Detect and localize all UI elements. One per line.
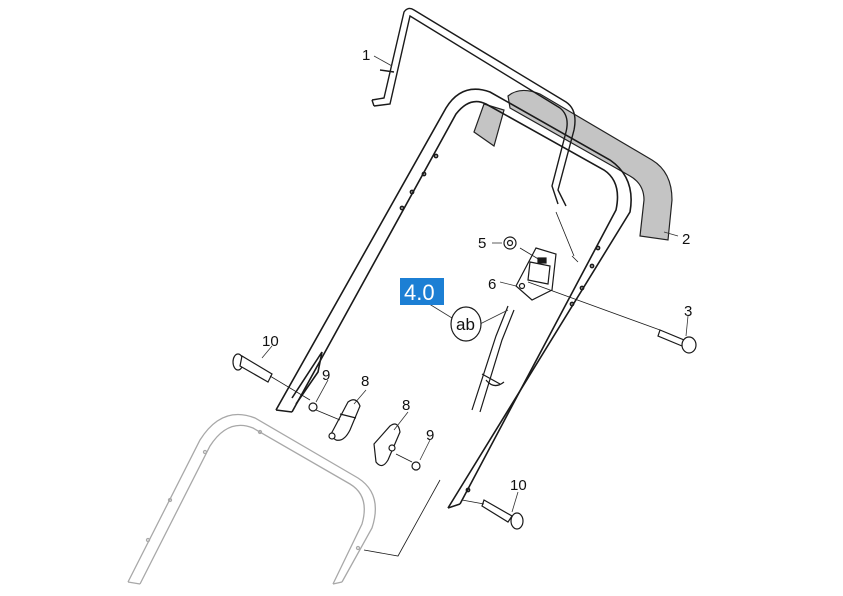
washer-left (308, 402, 318, 412)
handle-grip (473, 89, 673, 241)
lower-handle (127, 413, 376, 585)
callout-6: 6 (488, 276, 496, 293)
cable-tag-text: ab (456, 315, 475, 334)
knob-right (373, 423, 401, 467)
bolt-10-left (232, 353, 273, 383)
bolt-3 (657, 329, 697, 354)
callout-3: 3 (684, 303, 692, 320)
upper-handle (275, 88, 632, 509)
callout-10-left: 10 (262, 333, 279, 350)
callout-8-right: 8 (402, 397, 410, 414)
cable-clip (515, 247, 557, 301)
callout-10-right: 10 (510, 477, 527, 494)
highlight-text: 4.0 (404, 280, 435, 305)
leader-lines (261, 55, 689, 513)
callout-9-left: 9 (322, 367, 330, 384)
bolt-10-right (481, 499, 524, 530)
highlight-box (400, 278, 444, 305)
callout-9-right: 9 (426, 427, 434, 444)
callout-1: 1 (362, 47, 370, 64)
callout-8-left: 8 (361, 373, 369, 390)
assembly-lines (269, 211, 661, 557)
control-bail (371, 7, 576, 207)
knob-left (328, 399, 361, 441)
control-cable (471, 305, 515, 413)
callout-2: 2 (682, 231, 690, 248)
cable-tag: ab (450, 306, 482, 342)
nut (503, 236, 517, 250)
washer-right (411, 461, 421, 471)
highlight-label[interactable]: 4.0 (400, 278, 444, 305)
callout-5: 5 (478, 235, 486, 252)
